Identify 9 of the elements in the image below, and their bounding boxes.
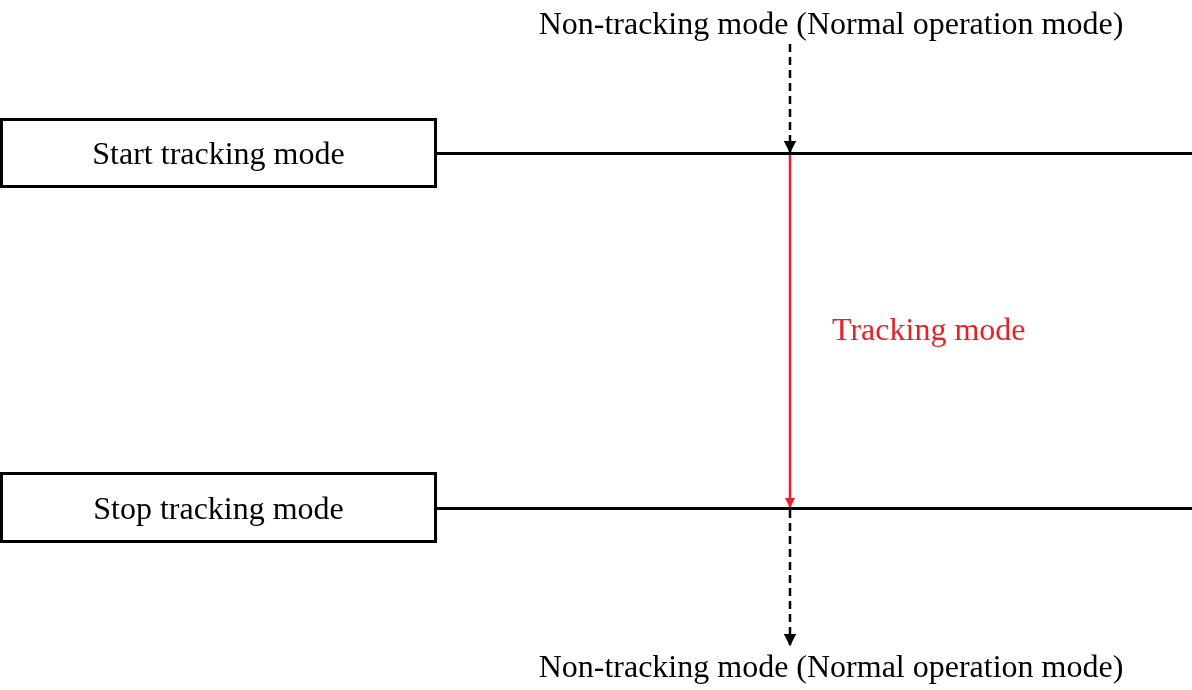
mode-label: Non-tracking mode (Normal operation mode) [470, 2, 1192, 44]
arrow [783, 510, 797, 647]
arrow [783, 44, 797, 154]
arrow [785, 155, 795, 508]
mode-label: Non-tracking mode (Normal operation mode) [470, 645, 1192, 687]
mode-box: Start tracking mode [0, 118, 437, 188]
timeline-line [437, 152, 1192, 155]
timeline-line [437, 507, 1192, 510]
mode-box: Stop tracking mode [0, 472, 437, 543]
